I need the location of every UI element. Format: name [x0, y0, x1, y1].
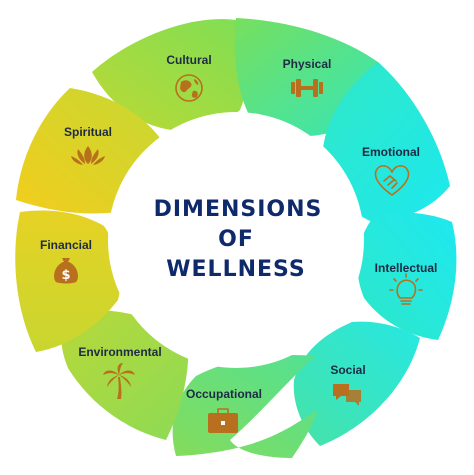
- center-title-line-1: DIMENSIONS: [154, 197, 323, 222]
- label-cultural: Cultural: [166, 53, 211, 67]
- label-financial: Financial: [40, 238, 92, 252]
- center-circle: [108, 112, 364, 368]
- petal-environmental: [61, 310, 189, 440]
- label-environmental: Environmental: [78, 345, 161, 359]
- svg-text:$: $: [61, 268, 70, 283]
- center-title-line-3: WELLNESS: [166, 257, 305, 282]
- petal-emotional: [322, 62, 450, 222]
- globe-icon: [175, 74, 203, 102]
- petal-social: [293, 321, 420, 446]
- label-physical: Physical: [283, 57, 332, 71]
- heart-handshake-icon: [374, 165, 410, 196]
- center-title-line-2: OF: [218, 227, 254, 252]
- label-intellectual: Intellectual: [375, 261, 438, 275]
- label-social: Social: [330, 363, 365, 377]
- dumbbell-icon: [291, 79, 323, 97]
- lotus-icon: [71, 146, 105, 165]
- petal-cultural: [92, 19, 248, 131]
- briefcase-icon: [208, 408, 238, 433]
- money-bag-icon: $: [54, 258, 78, 284]
- lightbulb-icon: [389, 273, 423, 305]
- label-occupational: Occupational: [186, 387, 262, 401]
- petal-occupational: [172, 354, 318, 458]
- palm-tree-icon: [103, 363, 135, 399]
- chat-bubbles-icon: [333, 384, 361, 406]
- label-spiritual: Spiritual: [64, 125, 112, 139]
- label-emotional: Emotional: [362, 145, 420, 159]
